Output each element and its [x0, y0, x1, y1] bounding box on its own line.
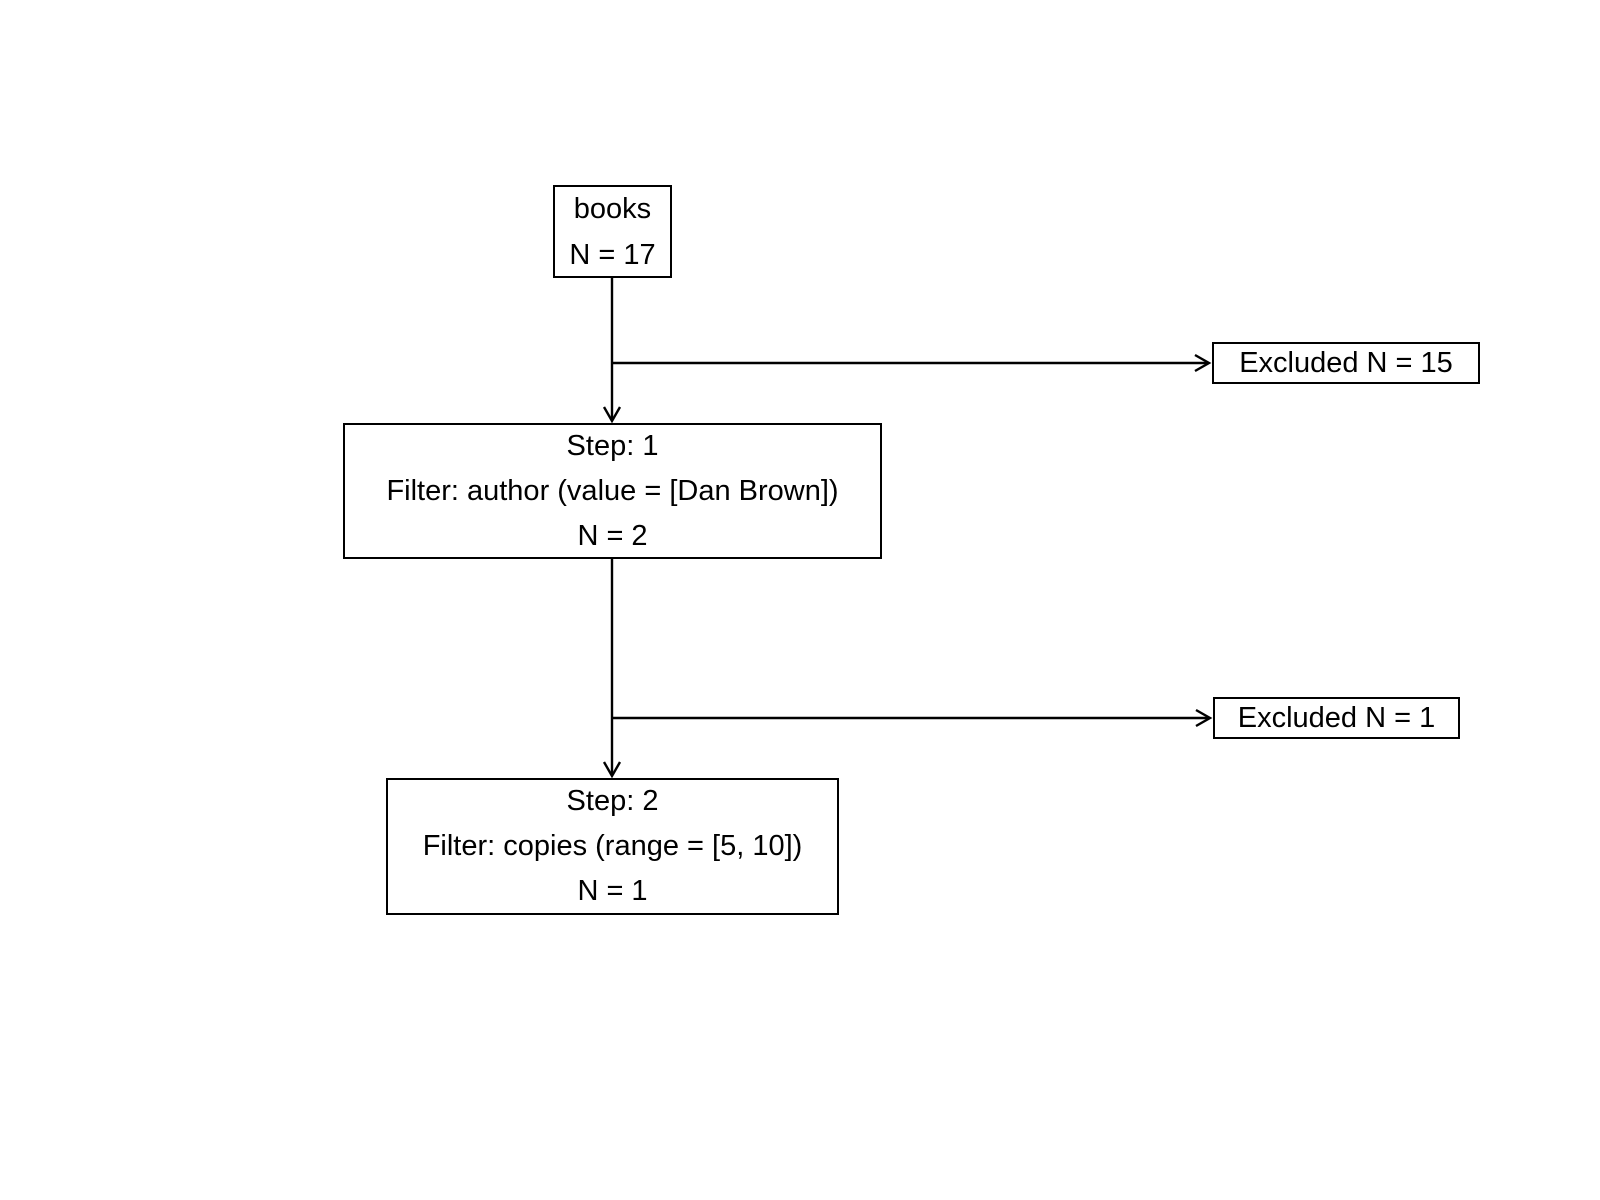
step-1-filter: Filter: author (value = [Dan Brown]): [386, 474, 839, 507]
step-2-count: N = 1: [577, 875, 648, 907]
node-step-1: Step: 1 Filter: author (value = [Dan Bro…: [343, 423, 882, 559]
excluded-step-2-label: Excluded N = 1: [1237, 702, 1436, 734]
step-2-filter: Filter: copies (range = [5, 10]): [422, 830, 803, 862]
node-excluded-step-1: Excluded N = 15: [1212, 342, 1480, 384]
node-step-2: Step: 2 Filter: copies (range = [5, 10])…: [386, 778, 839, 915]
node-excluded-step-2: Excluded N = 1: [1213, 697, 1460, 739]
source-count: N = 17: [569, 238, 656, 271]
step-2-title: Step: 2: [566, 785, 659, 817]
step-1-count: N = 2: [577, 519, 648, 552]
excluded-step-1-label: Excluded N = 15: [1239, 347, 1453, 379]
step-1-title: Step: 1: [566, 429, 659, 462]
source-name: books: [573, 192, 652, 225]
node-source: books N = 17: [553, 185, 672, 278]
